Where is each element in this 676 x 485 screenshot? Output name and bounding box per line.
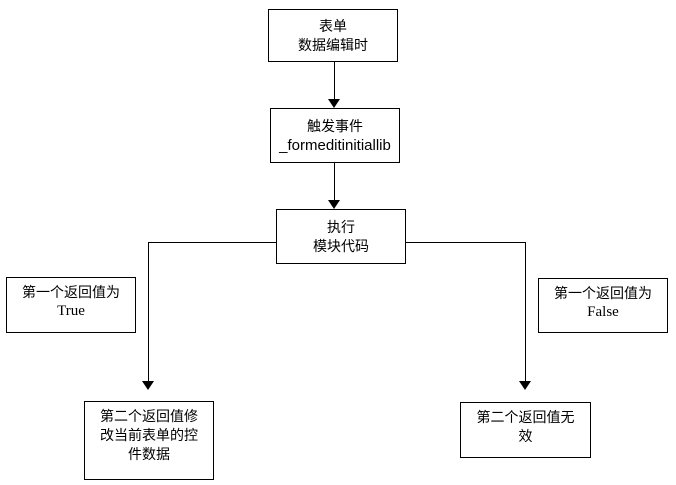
node-modify-text: 第二个返回值修改当前表单的控件数据 <box>100 408 198 462</box>
flowchart-node-trigger-event: 触发事件 _formeditinitiallib <box>270 108 400 163</box>
connector-event-to-execute <box>334 163 335 200</box>
node-invalid-text: 第二个返回值无效 <box>476 409 575 444</box>
connector-left-branch-vertical <box>148 242 149 381</box>
connector-left-branch-horizontal <box>148 242 276 243</box>
connector-form-to-event <box>334 62 335 99</box>
node-form-line1: 表单 <box>319 17 347 34</box>
flowchart-node-return-invalid: 第二个返回值无效 <box>460 402 591 458</box>
node-event-line2: _formeditinitiallib <box>279 136 391 154</box>
connector-right-branch-horizontal <box>406 242 526 243</box>
arrowhead-left-branch <box>142 381 154 390</box>
arrowhead-right-branch <box>519 381 531 390</box>
connector-right-branch-vertical <box>525 242 526 381</box>
arrowhead-event-to-execute <box>328 200 340 209</box>
node-true-line1: 第一个返回值为 <box>22 284 120 300</box>
arrowhead-form-to-event <box>328 99 340 108</box>
flowchart-node-return-true: 第一个返回值为 True <box>6 277 136 333</box>
node-true-line2: True <box>57 303 85 319</box>
node-form-line2: 数据编辑时 <box>298 36 368 53</box>
node-false-line2: False <box>587 304 619 320</box>
node-event-line1: 触发事件 <box>307 117 363 134</box>
flowchart-node-form: 表单 数据编辑时 <box>268 9 398 62</box>
flowchart-node-return-false: 第一个返回值为 False <box>538 278 668 333</box>
node-exec-line1: 执行 <box>327 218 355 235</box>
flowchart-node-modify-form-data: 第二个返回值修改当前表单的控件数据 <box>84 401 214 480</box>
node-false-line1: 第一个返回值为 <box>554 285 652 301</box>
node-exec-line2: 模块代码 <box>313 237 369 254</box>
flowchart-node-execute-module: 执行 模块代码 <box>276 209 406 264</box>
